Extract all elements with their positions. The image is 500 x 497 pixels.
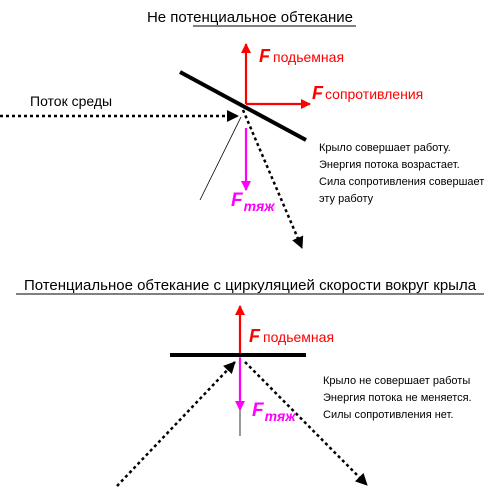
top-gravity-label: Fтяж xyxy=(231,190,275,214)
construction-line xyxy=(199,116,242,201)
top-wing xyxy=(179,70,307,142)
bottom-note: Крыло не совершает работы Энергия потока… xyxy=(323,375,475,421)
bottom-gravity-label: Fтяж xyxy=(252,400,296,424)
deflected-flow-arrow xyxy=(241,109,304,249)
bottom-title: Потенциальное обтекание с циркуляцией ск… xyxy=(24,277,477,294)
flow-label: Поток среды xyxy=(30,93,112,109)
top-title: Не потенциальное обтекание xyxy=(147,9,353,26)
top-note: Крыло совершает работу. Энергия потока в… xyxy=(319,142,487,205)
bottom-outgoing-flow-arrow xyxy=(244,361,368,486)
bottom-incoming-flow-arrow xyxy=(116,361,236,487)
